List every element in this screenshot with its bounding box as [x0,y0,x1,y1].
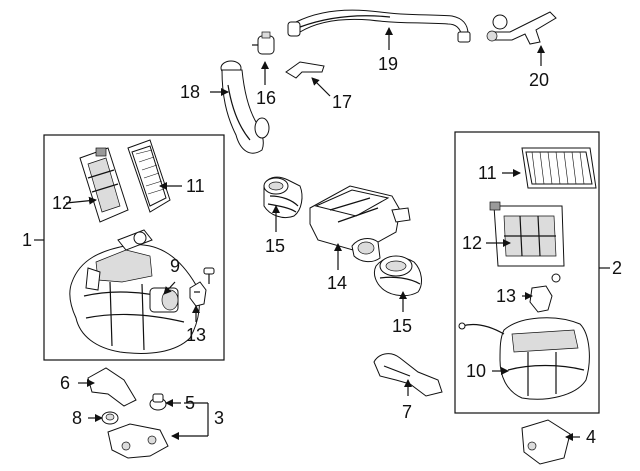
valve-part [252,31,275,55]
callout-4: 4 [586,427,596,447]
rubber-boot-top [263,176,303,219]
callout-9: 9 [170,256,180,276]
callout-17: 17 [332,92,352,112]
callout-12-right: 12 [462,233,482,253]
callout-10: 10 [466,361,486,381]
filter-frame-left [79,147,129,223]
bracket-part-4 [521,419,571,465]
callout-5: 5 [185,393,195,413]
callout-11-right: 11 [478,163,497,183]
callout-15-top: 15 [265,236,285,256]
callout-20: 20 [529,70,549,90]
group-box-1 [43,134,225,361]
callout-18: 18 [180,82,200,102]
callout-2: 2 [612,258,622,278]
leader-lines [34,27,610,441]
callout-15-bottom: 15 [392,316,412,336]
clip-part-left [189,267,215,307]
grommet-part-5 [149,393,167,411]
callout-13-right: 13 [496,286,516,306]
callout-19: 19 [378,54,398,74]
rubber-boot-bottom [373,255,422,297]
callout-11-left: 11 [186,176,205,196]
hose-connector-part [486,11,557,45]
group-box-2 [454,131,600,414]
callout-7: 7 [402,402,412,422]
air-cleaner-lid [309,185,411,263]
callout-8: 8 [72,408,82,428]
callout-12-left: 12 [52,193,72,213]
callout-1: 1 [22,230,32,250]
bracket-part-17 [285,61,325,79]
intake-hose-part [220,60,270,154]
air-filter-left [127,139,171,213]
air-box-housing-left [69,229,200,354]
air-filter-right [521,147,597,189]
callout-16: 16 [256,88,276,108]
bracket-part-6 [87,367,137,407]
mounting-bracket-part [107,423,169,459]
callout-labels: 1 2 3 4 5 6 7 8 9 10 11 11 12 12 13 13 1… [22,54,622,447]
air-box-housing-right [458,317,590,400]
callout-13-left: 13 [186,325,206,345]
callout-6: 6 [60,373,70,393]
clip-part-right [529,273,561,313]
callout-14: 14 [327,273,347,293]
grommet-part [101,411,119,425]
filter-frame-right [489,201,565,267]
callout-3: 3 [214,408,224,428]
breather-hose-part [287,9,471,43]
